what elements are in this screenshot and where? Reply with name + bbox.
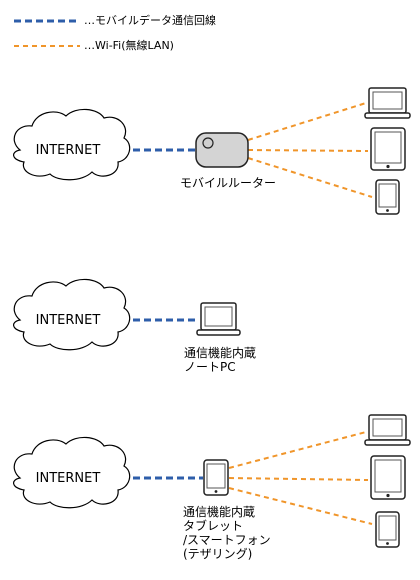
internet-label: INTERNET — [35, 313, 101, 328]
wifi-line — [247, 157, 373, 198]
device-label-tethering-line-2: タブレット — [183, 519, 244, 533]
device-label-notebook-line-2: ノートPC — [184, 360, 236, 374]
internet-label: INTERNET — [35, 143, 101, 158]
laptop-icon — [364, 87, 411, 119]
smartphone-icon — [375, 511, 400, 548]
device-label-mobile-router: モバイルルーター — [180, 176, 277, 190]
device-label-tethering-line-1: 通信機能内蔵 — [183, 505, 256, 519]
wifi-line — [247, 102, 367, 141]
section-3-connections — [122, 431, 373, 525]
wifi-line — [228, 487, 373, 525]
laptop-icon — [364, 414, 411, 446]
internet-label: INTERNET — [35, 471, 101, 486]
device-label-tethering-line-4: (テザリング) — [183, 547, 253, 561]
legend-mobile-label: …モバイルデータ通信回線 — [84, 14, 216, 27]
mobile-router-icon — [195, 132, 249, 168]
wifi-line — [228, 431, 367, 469]
wifi-line — [247, 149, 369, 152]
laptop-icon — [196, 302, 241, 336]
tablet-icon — [370, 127, 406, 171]
internet-cloud — [13, 108, 131, 181]
legend-wifi-label: …Wi-Fi(無線LAN) — [84, 39, 174, 52]
device-label-tethering-line-3: /スマートフォン — [183, 533, 271, 547]
smartphone-icon — [375, 179, 400, 215]
smartphone-icon — [203, 459, 229, 496]
internet-cloud — [13, 436, 131, 509]
section-1-connections — [122, 102, 373, 198]
tablet-icon — [370, 455, 406, 500]
device-label-notebook-line-1: 通信機能内蔵 — [184, 346, 257, 360]
wifi-line — [228, 477, 369, 481]
internet-cloud — [13, 278, 131, 351]
